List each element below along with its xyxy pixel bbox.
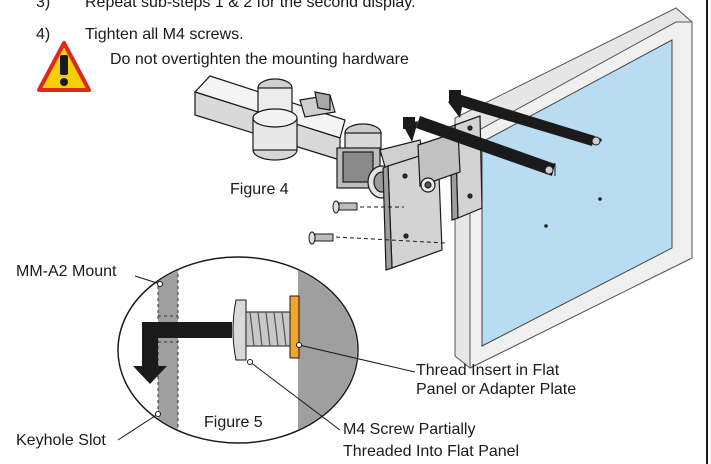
step-3-number: 3) bbox=[36, 0, 51, 11]
step-3-text: Repeat sub-steps 1 & 2 for the second di… bbox=[85, 0, 416, 11]
screw-label-2: Threaded Into Flat Panel bbox=[343, 443, 520, 460]
screw-label-1: M4 Screw Partially bbox=[343, 421, 476, 438]
figure5-detail bbox=[117, 256, 359, 444]
threaded-rods bbox=[544, 136, 601, 176]
insertion-arrows bbox=[403, 90, 595, 176]
keyhole-slot-label: Keyhole Slot bbox=[16, 432, 106, 449]
step-4-text: Tighten all M4 screws. bbox=[85, 26, 244, 43]
page-border bbox=[706, 0, 708, 464]
mount-arm bbox=[193, 75, 346, 161]
warning-text: Do not overtighten the mounting hardware bbox=[110, 51, 409, 68]
thread-insert-label-1: Thread Insert in Flat bbox=[416, 362, 560, 379]
vesa-adapter-plate bbox=[382, 115, 483, 271]
figure-5-label: Figure 5 bbox=[204, 414, 263, 431]
callout-leaders bbox=[117, 275, 416, 441]
step-4-number: 4) bbox=[36, 26, 51, 43]
figure-4-label: Figure 4 bbox=[230, 181, 289, 198]
loose-screws bbox=[308, 200, 446, 245]
mm-a2-mount-label: MM-A2 Mount bbox=[16, 263, 117, 280]
flat-panel-display bbox=[454, 7, 693, 369]
thread-insert-label-2: Panel or Adapter Plate bbox=[416, 381, 577, 398]
